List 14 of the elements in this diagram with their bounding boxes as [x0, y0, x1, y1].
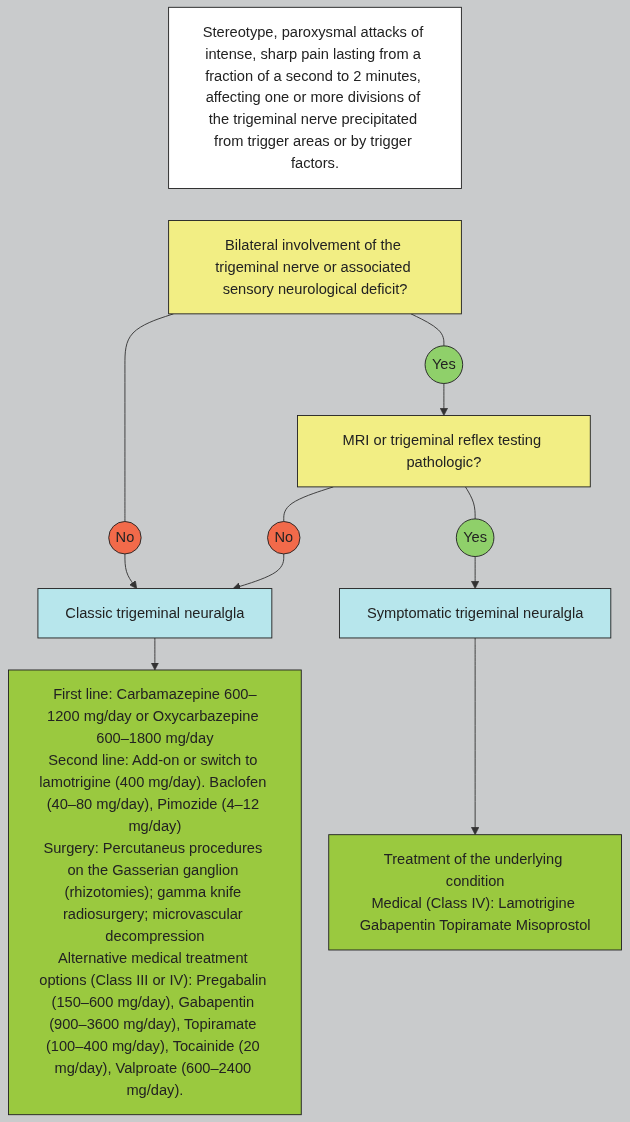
node-box: Symptomatic trigeminal neuralgla [339, 588, 612, 639]
connector [410, 313, 445, 347]
node-box: First line: Carbamazepine 600–1200 mg/day or Oxycarbazepine 600–1800 mg/day Second line: Add-on or switch to lamotrigine (400 mg/day). Baclofen (40–80 mg/day), Pimozide (4–12 mg/day) Surgery: Percutaneus procedures on the Gasserian ganglion (rhizotomies); gamma knife radiosurgery; microvascular decompression Alternative medical treatment options (Class III or IV): Pregabalin (150–600 mg/day), Gabapentin (900–3600 mg/day), Topiramate (100–400 mg/day), Tocainide (20 mg/day), Valproate (600–2400 mg/day). [8, 669, 302, 1116]
node-box: Treatment of the underlying condition Medical (Class IV): Lamotrigine Gabapentin Topiramate Misoprostol [328, 834, 622, 951]
node-circle: No [267, 521, 301, 555]
node-box: MRI or trigeminal reflex testing pathologic? [297, 415, 591, 488]
node-box: Classic trigeminal neuralgla [37, 588, 273, 639]
node-circle: Yes [424, 345, 464, 384]
connector [124, 313, 174, 522]
node-circle: Yes [455, 518, 495, 557]
node-circle: No [108, 521, 142, 555]
node-box: Stereotype, paroxysmal attacks of intense, sharp pain lasting from a fraction of a second to 2 minutes, affecting one or more divisions of the trigeminal nerve precipitated from trigger areas or by trigger factors. [168, 6, 462, 189]
connector [465, 486, 476, 520]
node-box: Bilateral involvement of the trigeminal nerve or associated sensory neurological deficit? [168, 220, 462, 315]
